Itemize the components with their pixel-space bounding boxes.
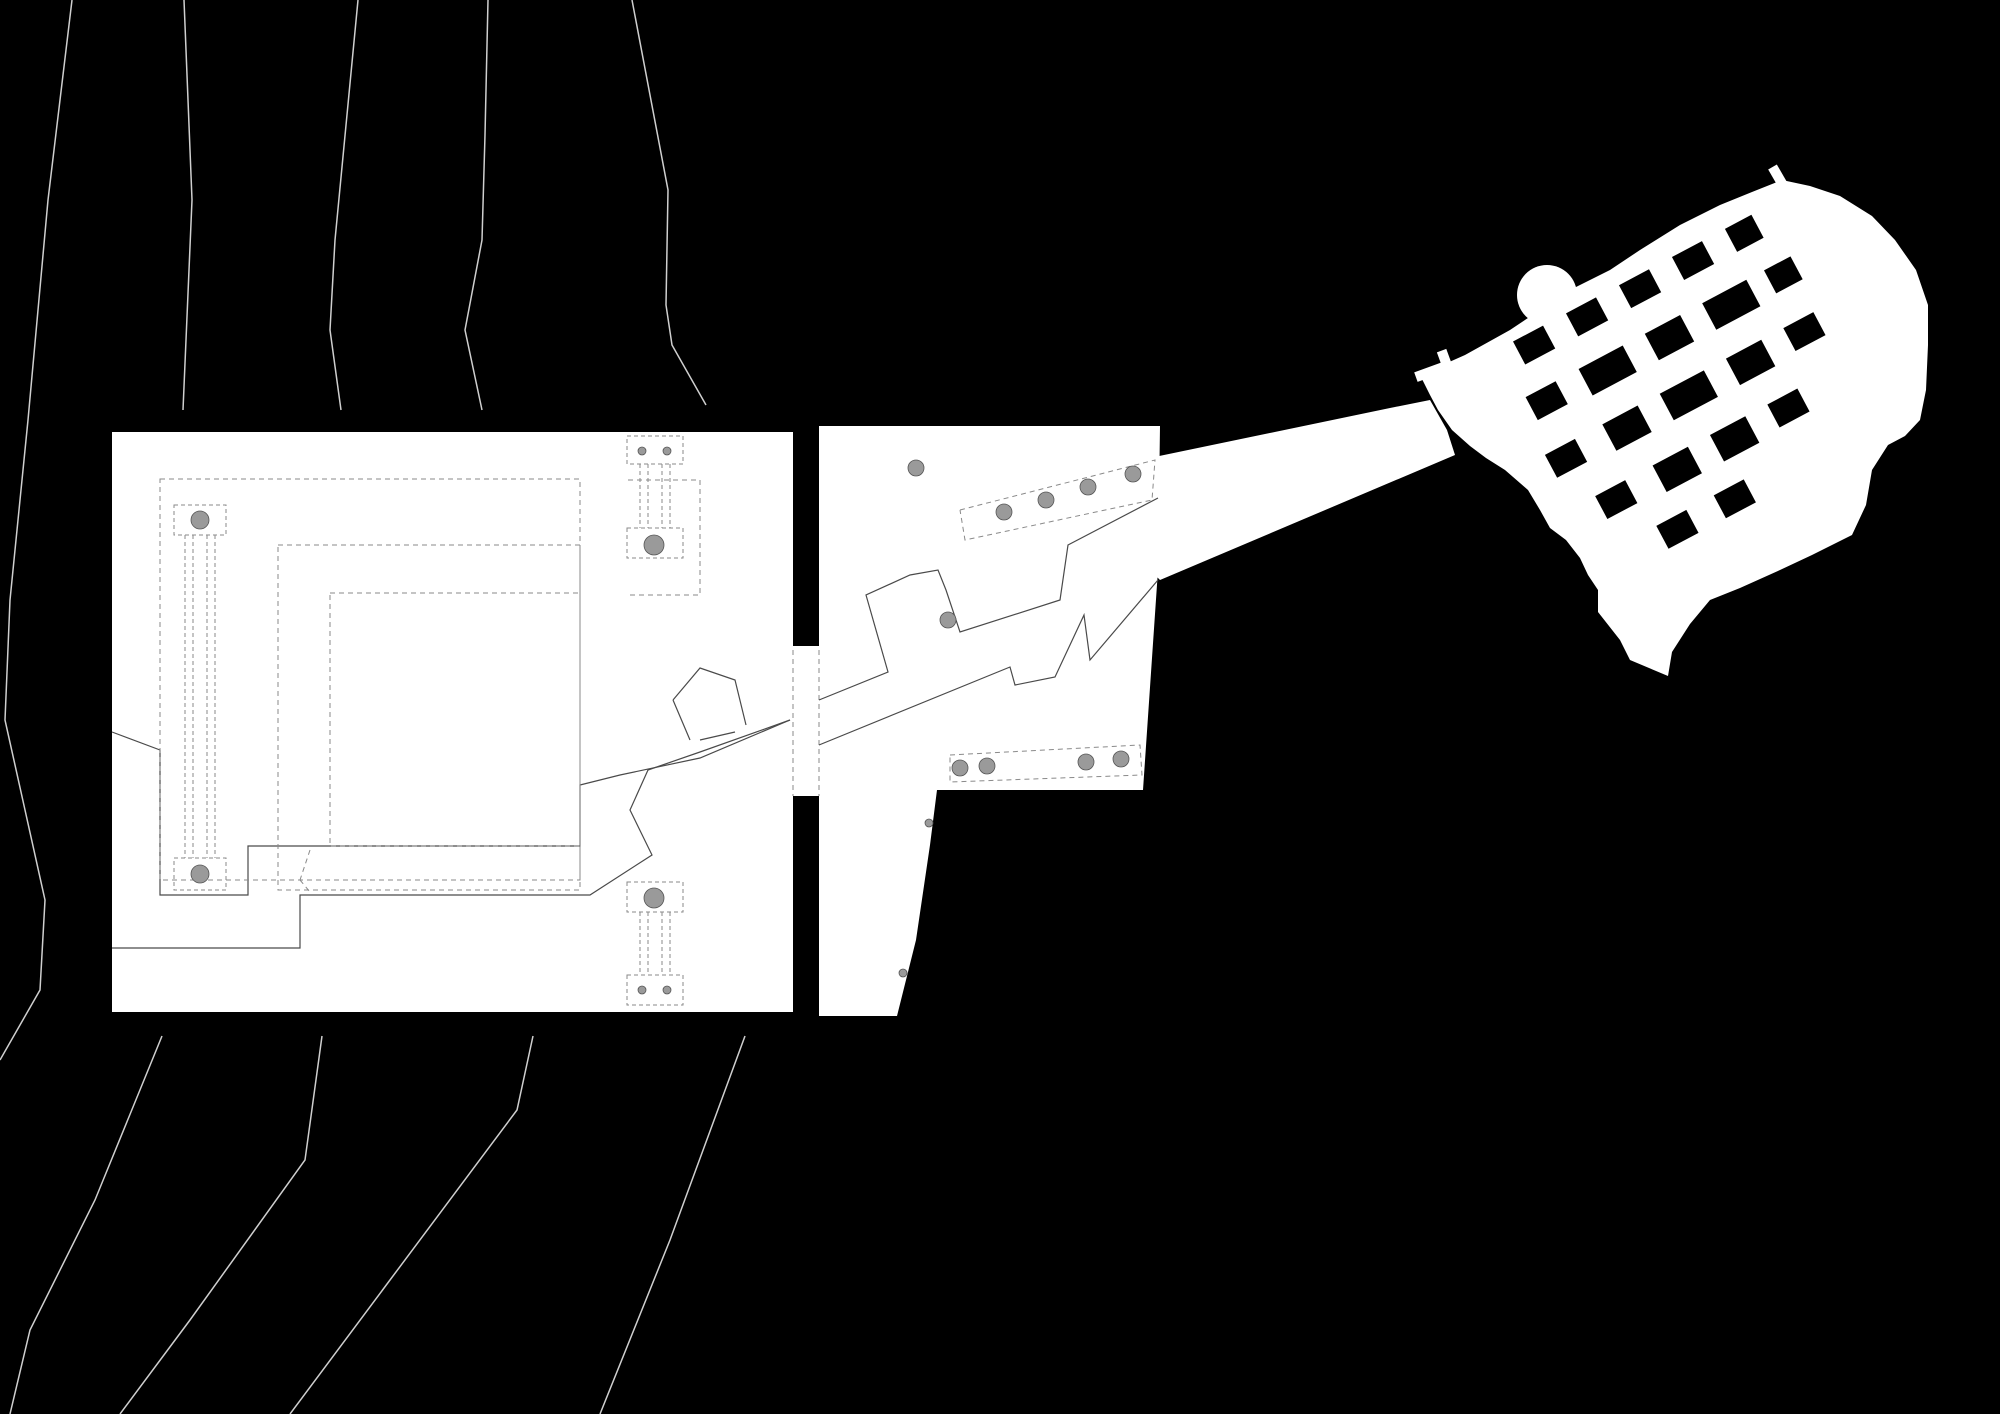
column-marker — [898, 968, 908, 978]
terrain-contours — [0, 0, 746, 1414]
ramp-outline — [672, 699, 691, 741]
right-building-slab — [819, 426, 1160, 1016]
cave-pillar — [1513, 325, 1556, 365]
column-marker — [924, 818, 934, 828]
cave-pillar — [1783, 312, 1826, 352]
cave-rotunda — [1517, 265, 1577, 325]
contour-line — [329, 0, 359, 411]
column-marker — [643, 534, 665, 556]
column-marker — [951, 759, 969, 777]
column-marker — [190, 864, 210, 884]
column-marker — [939, 611, 957, 629]
column-marker — [1112, 750, 1130, 768]
crane-rail-right — [626, 435, 684, 1006]
right-block-columns — [898, 459, 1142, 978]
cave-spur — [1414, 362, 1446, 382]
left-block-columns — [190, 446, 672, 995]
column-marker — [637, 446, 647, 456]
contour-line — [119, 1035, 323, 1414]
cave-spur — [1768, 164, 1791, 194]
contour-line — [631, 0, 707, 406]
dashed-outline — [299, 879, 311, 893]
cave-pillar — [1602, 405, 1652, 451]
cave-pillar — [1659, 370, 1718, 421]
rail-bay — [626, 881, 684, 913]
cave-complex-body — [1420, 180, 1928, 676]
contour-line — [599, 1035, 746, 1414]
column-marker — [907, 459, 925, 477]
column-marker — [1037, 491, 1055, 509]
contour-line — [182, 0, 193, 411]
contour-line — [0, 0, 73, 1061]
cave-pillar — [1578, 345, 1637, 396]
cave-pillar — [1618, 269, 1662, 309]
column-marker — [978, 757, 996, 775]
cave-pillar — [1713, 479, 1756, 519]
cave-pillar — [1709, 416, 1760, 462]
diagonal-corridor — [1140, 400, 1455, 580]
left-block-hidden-lines — [159, 478, 820, 893]
column-marker — [637, 985, 647, 995]
rail-bay — [626, 974, 684, 1006]
cave-pillar — [1725, 339, 1776, 386]
cave-pillar — [1652, 446, 1702, 493]
dashed-outline — [159, 478, 581, 881]
dashed-outline — [628, 479, 701, 596]
contour-line — [464, 0, 489, 411]
cave-pillar — [1763, 256, 1803, 294]
cave-pillar — [1525, 381, 1568, 421]
cave-pillar — [1565, 297, 1609, 337]
column-marker — [1077, 753, 1095, 771]
column-marker — [1079, 478, 1097, 496]
column-marker — [643, 887, 665, 909]
column-marker — [1124, 465, 1142, 483]
ramp-outline — [699, 731, 736, 741]
column-marker — [190, 510, 210, 530]
dashed-outline — [949, 744, 1143, 783]
path-outline — [818, 579, 1159, 746]
cave-pillar — [1595, 480, 1638, 520]
connector-strip — [793, 646, 819, 796]
path-outline — [112, 719, 791, 949]
rail-bay — [173, 504, 227, 536]
right-block-linework — [818, 497, 1159, 746]
contour-line — [289, 1035, 534, 1414]
cave-complex — [1414, 164, 1928, 676]
cave-pillar — [1702, 279, 1761, 330]
crane-rail-left — [173, 504, 227, 891]
cave-pillars — [1513, 214, 1826, 549]
rail-bay — [626, 435, 684, 465]
cave-pillar — [1544, 438, 1588, 478]
cave-pillar — [1767, 388, 1810, 428]
contour-line — [9, 1035, 163, 1414]
left-building-slab — [112, 432, 793, 1012]
cave-pillar — [1656, 509, 1699, 549]
cave-spur — [1436, 348, 1454, 372]
path-outline — [818, 497, 1159, 701]
column-marker — [995, 503, 1013, 521]
cave-pillar — [1724, 214, 1764, 252]
column-marker — [662, 446, 672, 456]
ramp-outline — [672, 667, 747, 726]
right-block-hidden-lines — [949, 459, 1156, 783]
cave-pillar — [1671, 241, 1715, 281]
column-marker — [662, 985, 672, 995]
cave-pillar — [1644, 315, 1695, 361]
rail-bay — [626, 527, 684, 559]
dashed-outline — [959, 459, 1156, 541]
